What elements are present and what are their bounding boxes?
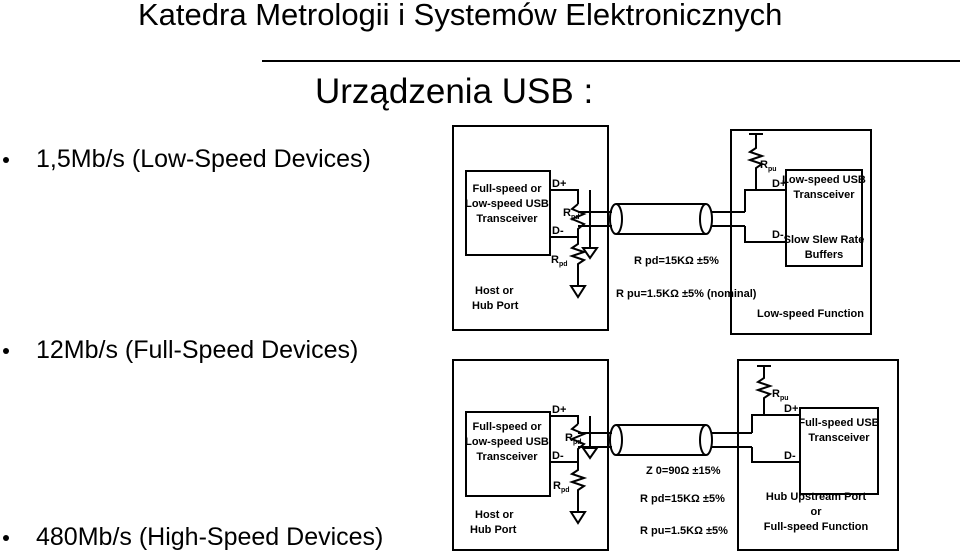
dplus-label: D+ bbox=[772, 178, 786, 190]
full-speed-labels: Full-speed or Low-speed USB Transceiver … bbox=[465, 388, 880, 537]
device-dminus-line bbox=[744, 226, 786, 243]
rpd-value-label: R pd=15KΩ ±5% bbox=[640, 493, 725, 505]
rpd-label: Rpd bbox=[551, 254, 568, 268]
rpu-value-label: R pu=1.5KΩ ±5% (nominal) bbox=[616, 288, 757, 300]
function-box bbox=[737, 359, 899, 551]
host-transceiver-box bbox=[465, 170, 551, 256]
department-header: Katedra Metrologii i Systemów Elektronic… bbox=[138, 0, 783, 32]
host-transceiver-box bbox=[465, 411, 551, 497]
function-label: or bbox=[811, 506, 823, 518]
rpd-value-label: R pd=15KΩ ±5% bbox=[634, 255, 719, 267]
cable-end-right bbox=[699, 424, 713, 456]
full-speed-diagram bbox=[452, 359, 899, 551]
host-port-label: Hub Port bbox=[470, 524, 517, 536]
host-port-label: Hub Port bbox=[472, 300, 519, 312]
bullet-text: 1,5Mb/s (Low-Speed Devices) bbox=[36, 145, 371, 173]
cable-end-left bbox=[609, 203, 623, 235]
rpu-value-label: R pu=1.5KΩ ±5% bbox=[640, 525, 728, 537]
device-transceiver-label: Transceiver bbox=[808, 432, 870, 444]
rpd-label: Rpd bbox=[563, 207, 580, 221]
host-transceiver-label: Transceiver bbox=[476, 213, 538, 225]
rpu-label: Rpu bbox=[760, 159, 777, 173]
bullet-dot-icon bbox=[3, 157, 9, 163]
rpu-resistor-icon bbox=[754, 366, 774, 415]
host-dplus-line bbox=[550, 189, 579, 204]
rpd-resistor-icon bbox=[569, 423, 587, 462]
device-dplus-line bbox=[744, 189, 786, 212]
header-divider bbox=[262, 60, 960, 62]
rpd-resistor-icon bbox=[569, 203, 587, 237]
dminus-label: D- bbox=[784, 450, 796, 462]
rpd-resistor-icon bbox=[568, 237, 588, 286]
cable-end-right bbox=[699, 203, 713, 235]
impedance-value-label: Z 0=90Ω ±15% bbox=[646, 465, 721, 477]
low-speed-diagram bbox=[452, 125, 872, 335]
function-label: Low-speed Function bbox=[757, 308, 864, 320]
host-transceiver-label: Low-speed USB bbox=[465, 436, 549, 448]
rpd-resistor-icon bbox=[568, 462, 588, 512]
function-box bbox=[730, 129, 872, 335]
bullet-text: 480Mb/s (High-Speed Devices) bbox=[36, 523, 384, 551]
ground-icon bbox=[581, 247, 599, 260]
host-transceiver-label: Full-speed or bbox=[472, 421, 542, 433]
rpd-label: Rpd bbox=[553, 480, 570, 494]
ground-icon bbox=[569, 511, 587, 525]
slew-buffer-label: Buffers bbox=[805, 249, 844, 261]
slide-title: Urządzenia USB : bbox=[315, 72, 594, 111]
rpu-label: Rpu bbox=[772, 388, 789, 402]
ground-icon bbox=[581, 447, 599, 460]
ground-icon bbox=[569, 285, 587, 299]
host-port-label: Host or bbox=[475, 509, 514, 521]
host-port-box bbox=[452, 359, 609, 551]
host-port-label: Host or bbox=[475, 285, 514, 297]
bullet-text: 12Mb/s (Full-Speed Devices) bbox=[36, 336, 359, 364]
rpd-label: Rpd bbox=[565, 432, 582, 446]
dminus-label: D- bbox=[552, 225, 564, 237]
slew-buffer-label: Slow Slew Rate bbox=[784, 234, 865, 246]
host-transceiver-label: Full-speed or bbox=[472, 183, 542, 195]
rpu-resistor-icon bbox=[746, 134, 766, 190]
host-dplus-line bbox=[550, 415, 579, 424]
function-label: Hub Upstream Port bbox=[766, 491, 867, 503]
host-transceiver-label: Low-speed USB bbox=[465, 198, 549, 210]
dplus-label: D+ bbox=[552, 178, 566, 190]
device-transceiver-box bbox=[799, 407, 879, 495]
dplus-label: D+ bbox=[784, 403, 798, 415]
device-dplus-line bbox=[751, 414, 800, 433]
low-speed-labels: Full-speed or Low-speed USB Transceiver … bbox=[465, 159, 866, 320]
host-transceiver-label: Transceiver bbox=[476, 451, 538, 463]
host-port-box bbox=[452, 125, 609, 331]
bullet-dot-icon bbox=[3, 535, 9, 541]
dminus-label: D- bbox=[552, 450, 564, 462]
dplus-label: D+ bbox=[552, 404, 566, 416]
device-transceiver-label: Low-speed USB bbox=[782, 174, 866, 186]
device-transceiver-label: Transceiver bbox=[793, 189, 855, 201]
device-dminus-line bbox=[751, 447, 800, 463]
function-label: Full-speed Function bbox=[764, 521, 869, 533]
device-transceiver-label: Full-speed USB bbox=[798, 417, 879, 429]
cable-end-left bbox=[609, 424, 623, 456]
bullet-dot-icon bbox=[3, 348, 9, 354]
device-transceiver-box bbox=[785, 169, 863, 267]
dminus-label: D- bbox=[772, 229, 784, 241]
